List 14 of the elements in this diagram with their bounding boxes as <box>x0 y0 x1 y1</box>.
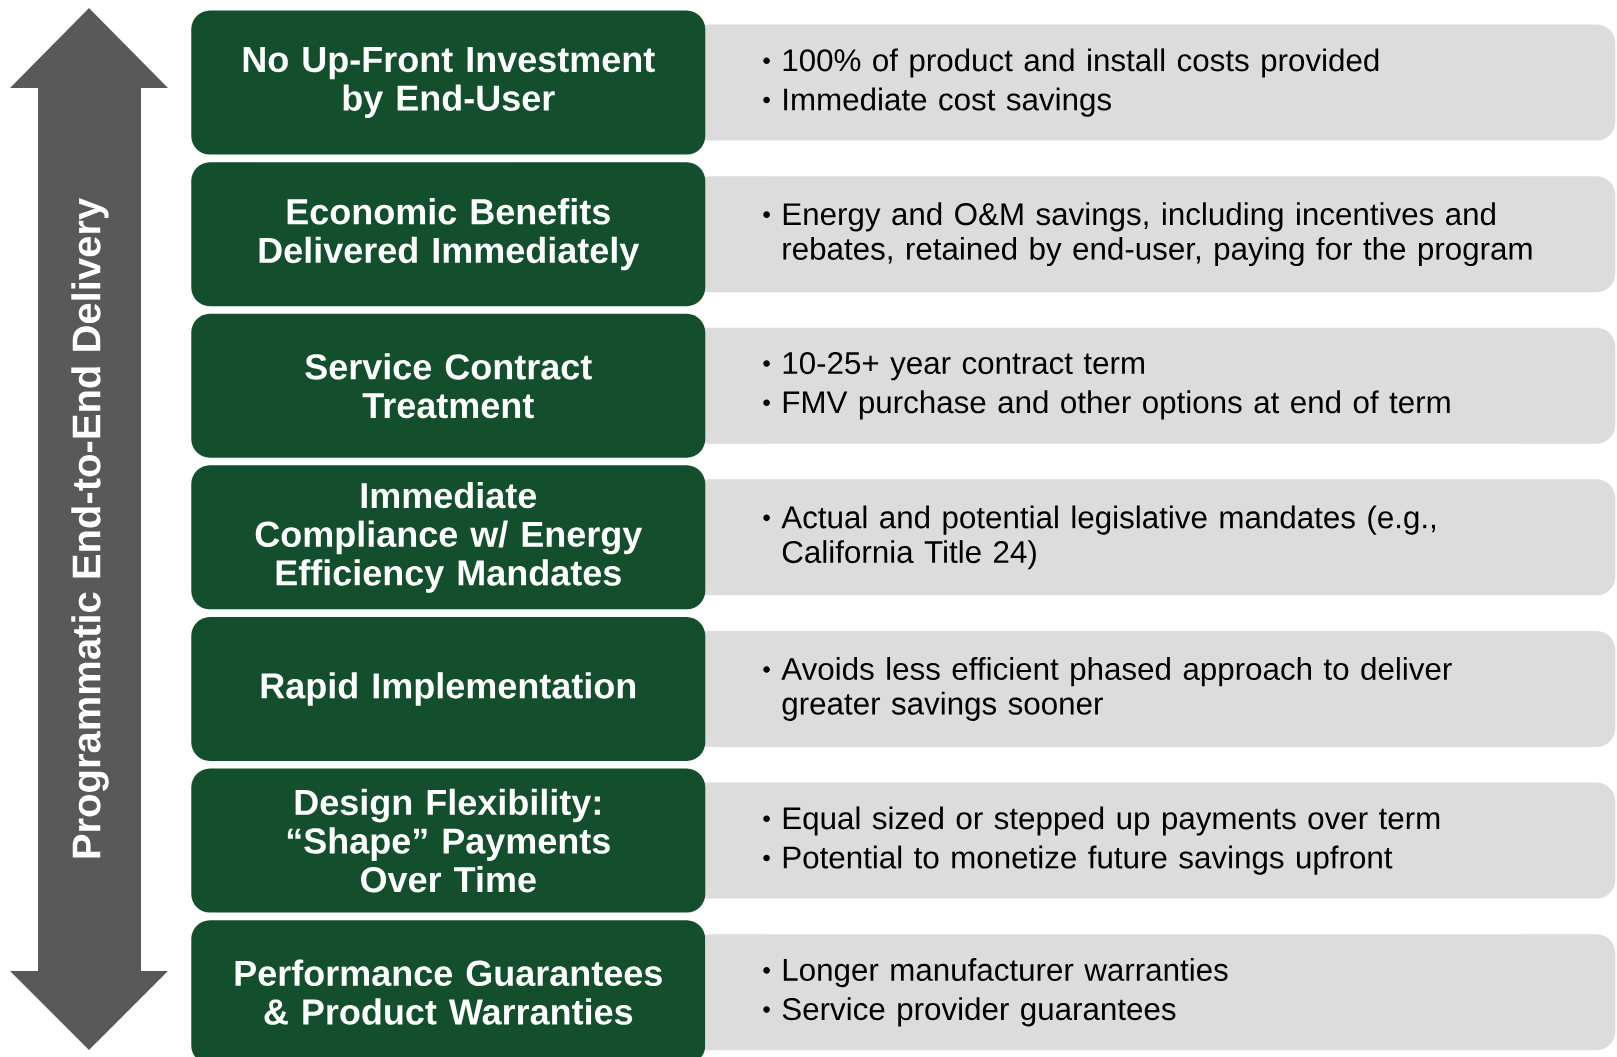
info-box: Equal sized or stepped up payments over term Potential to monetize future savings upfront <box>690 782 1616 899</box>
info-box: Longer manufacturer warranties Service provider guarantees <box>690 934 1616 1051</box>
info-box: Actual and potential legislative mandates (e.g., California Title 24) <box>690 479 1616 596</box>
info-box: 10-25+ year contract term FMV purchase and other options at end of term <box>690 327 1616 444</box>
feature-box: Immediate Compliance w/ Energy Efficiency Mandates <box>191 465 706 610</box>
info-box: Avoids less efficient phased approach to deliver greater savings sooner <box>690 631 1616 747</box>
feature-box: Rapid Implementation <box>191 617 706 761</box>
feature-box: Performance Guarantees & Product Warranties <box>191 920 706 1057</box>
info-box: Energy and O&M savings, including incentives and rebates, retained by end-user, paying for the program <box>690 176 1616 293</box>
feature-box: Service Contract Treatment <box>191 313 706 458</box>
feature-box: Economic Benefits Delivered Immediately <box>191 162 706 307</box>
feature-box: Design Flexibility: “Shape” Payments Over Time <box>191 768 706 913</box>
feature-box: No Up-Front Investment by End-User <box>191 10 706 155</box>
info-box: 100% of product and install costs provided Immediate cost savings <box>690 24 1616 141</box>
